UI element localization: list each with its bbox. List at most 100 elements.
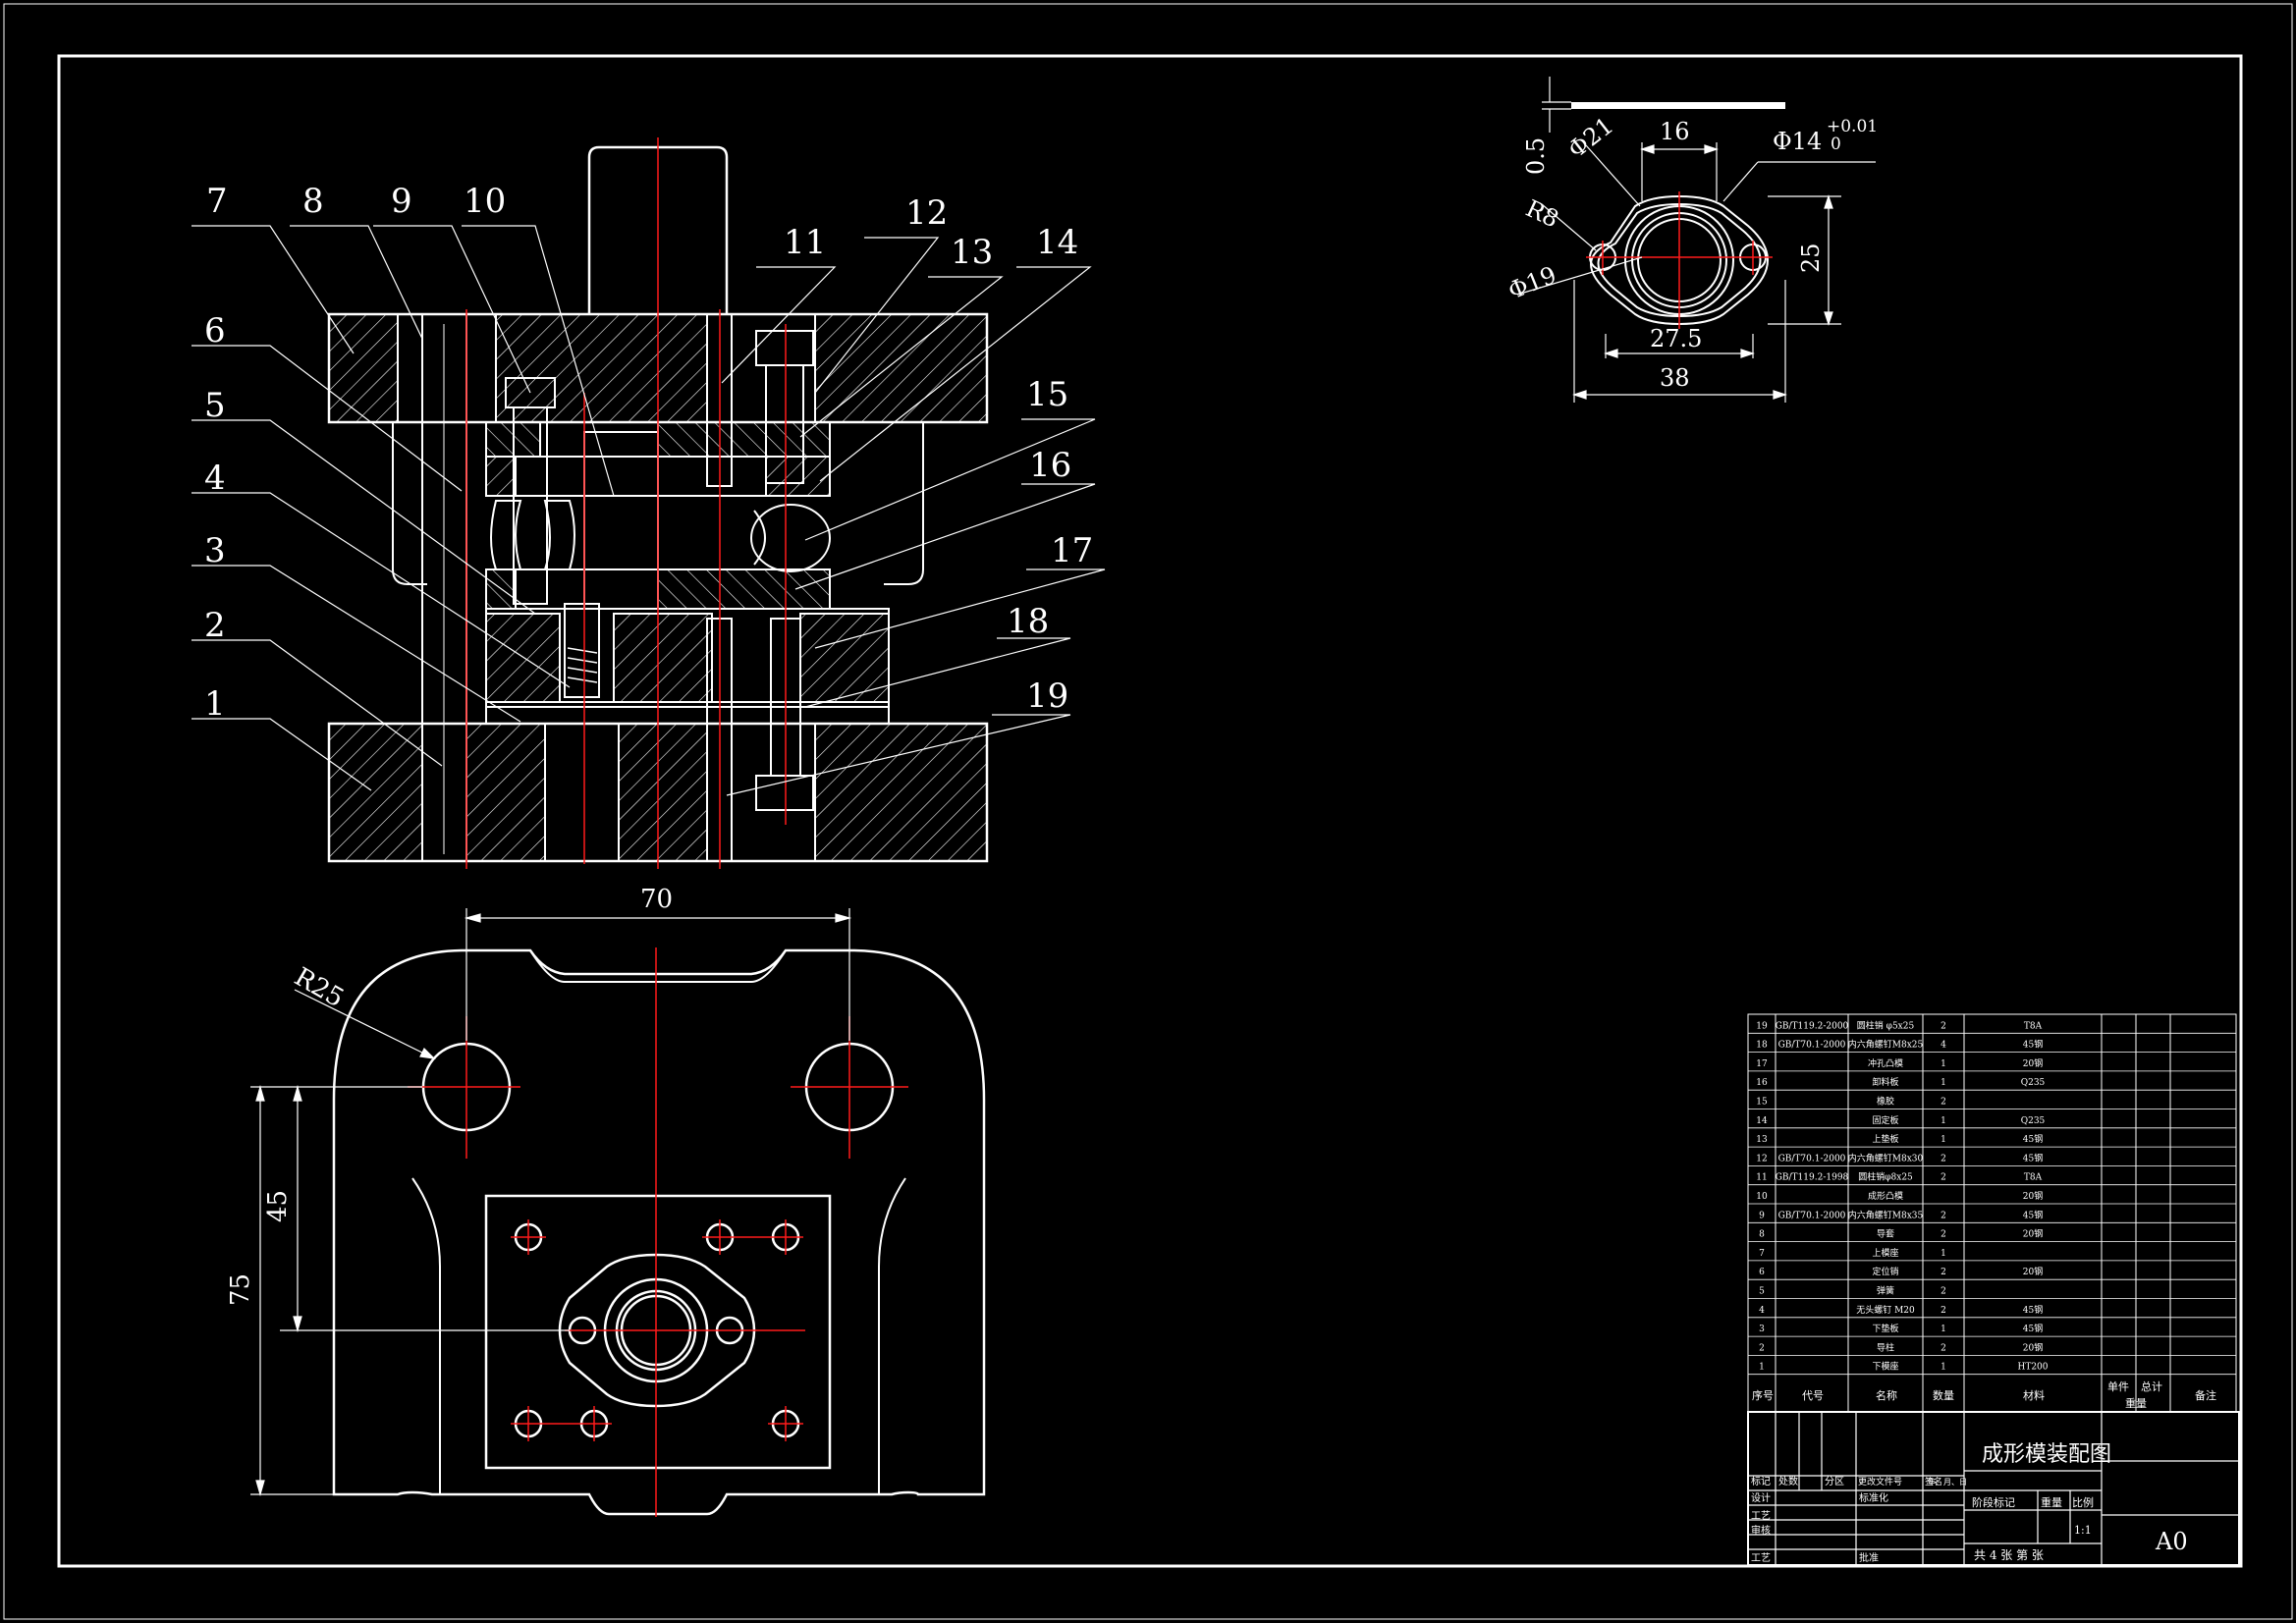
- bom-cell-name: 导套: [1877, 1228, 1894, 1240]
- bom-cell-code: GB/T70.1-2000: [1778, 1154, 1846, 1163]
- bom-cell-qty: 2: [1941, 1287, 1946, 1297]
- bom-cell-name: 内六角螺钉M8x30: [1848, 1152, 1924, 1163]
- balloon-8: 8: [302, 182, 324, 221]
- bom-cell-name: 橡胶: [1877, 1096, 1894, 1108]
- bom-cell-no: 15: [1756, 1098, 1768, 1108]
- bom-cell-qty: 2: [1941, 1098, 1946, 1108]
- bom-cell-name: 圆柱销 φ5x25: [1857, 1019, 1915, 1031]
- bom-cell-code: GB/T119.2-2000: [1776, 1021, 1849, 1031]
- tb-label-stage: 阶段标记: [1972, 1495, 2015, 1509]
- bom-cell-no: 16: [1756, 1078, 1768, 1088]
- balloon-1: 1: [204, 684, 226, 724]
- balloon-2: 2: [204, 606, 226, 645]
- bom-cell-qty: 2: [1941, 1154, 1946, 1163]
- dim-70: 70: [640, 885, 673, 914]
- balloon-15: 15: [1026, 375, 1068, 414]
- bom-cell-mat: 20钢: [2023, 1341, 2043, 1353]
- bom-h-weight: 重量: [2125, 1396, 2147, 1410]
- bom-cell-qty: 1: [1941, 1078, 1946, 1088]
- bom-table: [1747, 1013, 2237, 1413]
- bom-cell-mat: Q235: [2021, 1078, 2046, 1088]
- bom-cell-no: 5: [1759, 1287, 1765, 1297]
- bom-cell-qty: 1: [1941, 1249, 1946, 1259]
- bom-cell-mat: Q235: [2021, 1116, 2046, 1126]
- tb-label-process: 工艺: [1751, 1510, 1771, 1522]
- bom-cell-name: 无头螺钉 M20: [1856, 1305, 1915, 1316]
- bom-cell-code: GB/T70.1-2000: [1778, 1211, 1846, 1220]
- balloon-13: 13: [951, 233, 993, 272]
- bom-cell-no: 8: [1759, 1230, 1765, 1240]
- tb-label-zone: 分区: [1825, 1476, 1844, 1488]
- bom-cell-name: 圆柱销φ8x25: [1858, 1171, 1913, 1183]
- dim-phi14-tol-upper: +0.01: [1827, 117, 1878, 136]
- bom-cell-no: 7: [1759, 1249, 1765, 1259]
- tb-label-date: 年、月、日: [1928, 1477, 1967, 1487]
- bom-cell-qty: 2: [1941, 1021, 1946, 1031]
- bom-cell-no: 9: [1759, 1211, 1765, 1220]
- bom-cell-mat: 45钢: [2023, 1209, 2043, 1220]
- plan-dimensions: [250, 908, 852, 1497]
- bom-cell-mat: T8A: [2024, 1173, 2043, 1183]
- balloon-10: 10: [464, 182, 506, 221]
- drawing-title: 成形模装配图: [1982, 1442, 2111, 1467]
- bom-cell-mat: 20钢: [2023, 1228, 2043, 1240]
- bom-cell-mat: 45钢: [2023, 1039, 2043, 1051]
- balloon-labels: 1 2 3 4 5 6 7 8 9 10 11 12 13 14 15 16 1…: [204, 182, 1093, 724]
- tb-label-sign: 签名: [1925, 1476, 1942, 1488]
- bom-h-name: 名称: [1876, 1388, 1897, 1402]
- bom-cell-qty: 2: [1941, 1211, 1946, 1220]
- tb-label-review: 审核: [1751, 1524, 1771, 1537]
- bom-cell-name: 下模座: [1872, 1361, 1898, 1373]
- bom-cell-mat: 45钢: [2023, 1152, 2043, 1163]
- bom-cell-name: 定位销: [1872, 1266, 1898, 1277]
- bom-cell-qty: 2: [1941, 1173, 1946, 1183]
- bom-cell-no: 2: [1759, 1343, 1765, 1353]
- bom-cell-code: GB/T119.2-1998: [1776, 1173, 1849, 1183]
- dim-27-5: 27.5: [1650, 325, 1702, 352]
- plan-centrelines: [408, 947, 908, 1517]
- dim-38: 38: [1660, 364, 1690, 392]
- bom-cell-no: 13: [1756, 1135, 1768, 1145]
- bom-cell-mat: HT200: [2017, 1363, 2048, 1373]
- bom-cell-qty: 1: [1941, 1363, 1946, 1373]
- plan-view: [332, 948, 986, 1516]
- bom-cell-mat: T8A: [2024, 1021, 2043, 1031]
- bom-cell-qty: 2: [1941, 1230, 1946, 1240]
- dim-phi14: Φ14: [1773, 128, 1822, 155]
- bom-cell-no: 11: [1756, 1173, 1767, 1183]
- bom-cell-name: 固定板: [1872, 1114, 1898, 1126]
- dim-25: 25: [1797, 243, 1825, 273]
- balloon-leaders: [191, 225, 1106, 796]
- tb-label-design: 设计: [1751, 1491, 1771, 1504]
- bom-cell-name: 上垫板: [1872, 1133, 1898, 1145]
- balloon-4: 4: [204, 459, 226, 498]
- sheet-outer-border: [3, 3, 2293, 1620]
- bom-cell-no: 1: [1759, 1363, 1765, 1373]
- sheet-size: A0: [2155, 1528, 2188, 1555]
- sheet-frame: [57, 54, 2243, 1568]
- bom-cell-name: 弹簧: [1877, 1285, 1894, 1297]
- balloon-6: 6: [204, 311, 226, 351]
- bom-h-no: 序号: [1752, 1388, 1774, 1402]
- drawing-scale: 1:1: [2074, 1524, 2092, 1537]
- dim-16: 16: [1660, 118, 1690, 145]
- bom-cell-qty: 4: [1941, 1041, 1946, 1051]
- plan-dim-labels: 70 R25 45 75: [226, 885, 673, 1306]
- bom-cell-no: 12: [1756, 1154, 1767, 1163]
- bom-cell-qty: 2: [1941, 1343, 1946, 1353]
- tb-label-craft: 工艺: [1751, 1552, 1771, 1564]
- bom-cell-qty: 1: [1941, 1116, 1946, 1126]
- part-dimensions: [1516, 77, 1876, 403]
- bom-h-remark: 备注: [2195, 1388, 2216, 1402]
- bom-h-mat: 材料: [2023, 1388, 2045, 1402]
- balloon-16: 16: [1029, 446, 1071, 485]
- balloon-7: 7: [206, 182, 228, 221]
- tb-label-scale: 比例: [2072, 1495, 2094, 1509]
- tb-label-mark: 标记: [1751, 1476, 1771, 1488]
- bom-cell-name: 导柱: [1877, 1341, 1894, 1353]
- balloon-12: 12: [905, 193, 948, 233]
- bom-cell-qty: 2: [1941, 1268, 1946, 1277]
- bom-cell-qty: 1: [1941, 1325, 1946, 1334]
